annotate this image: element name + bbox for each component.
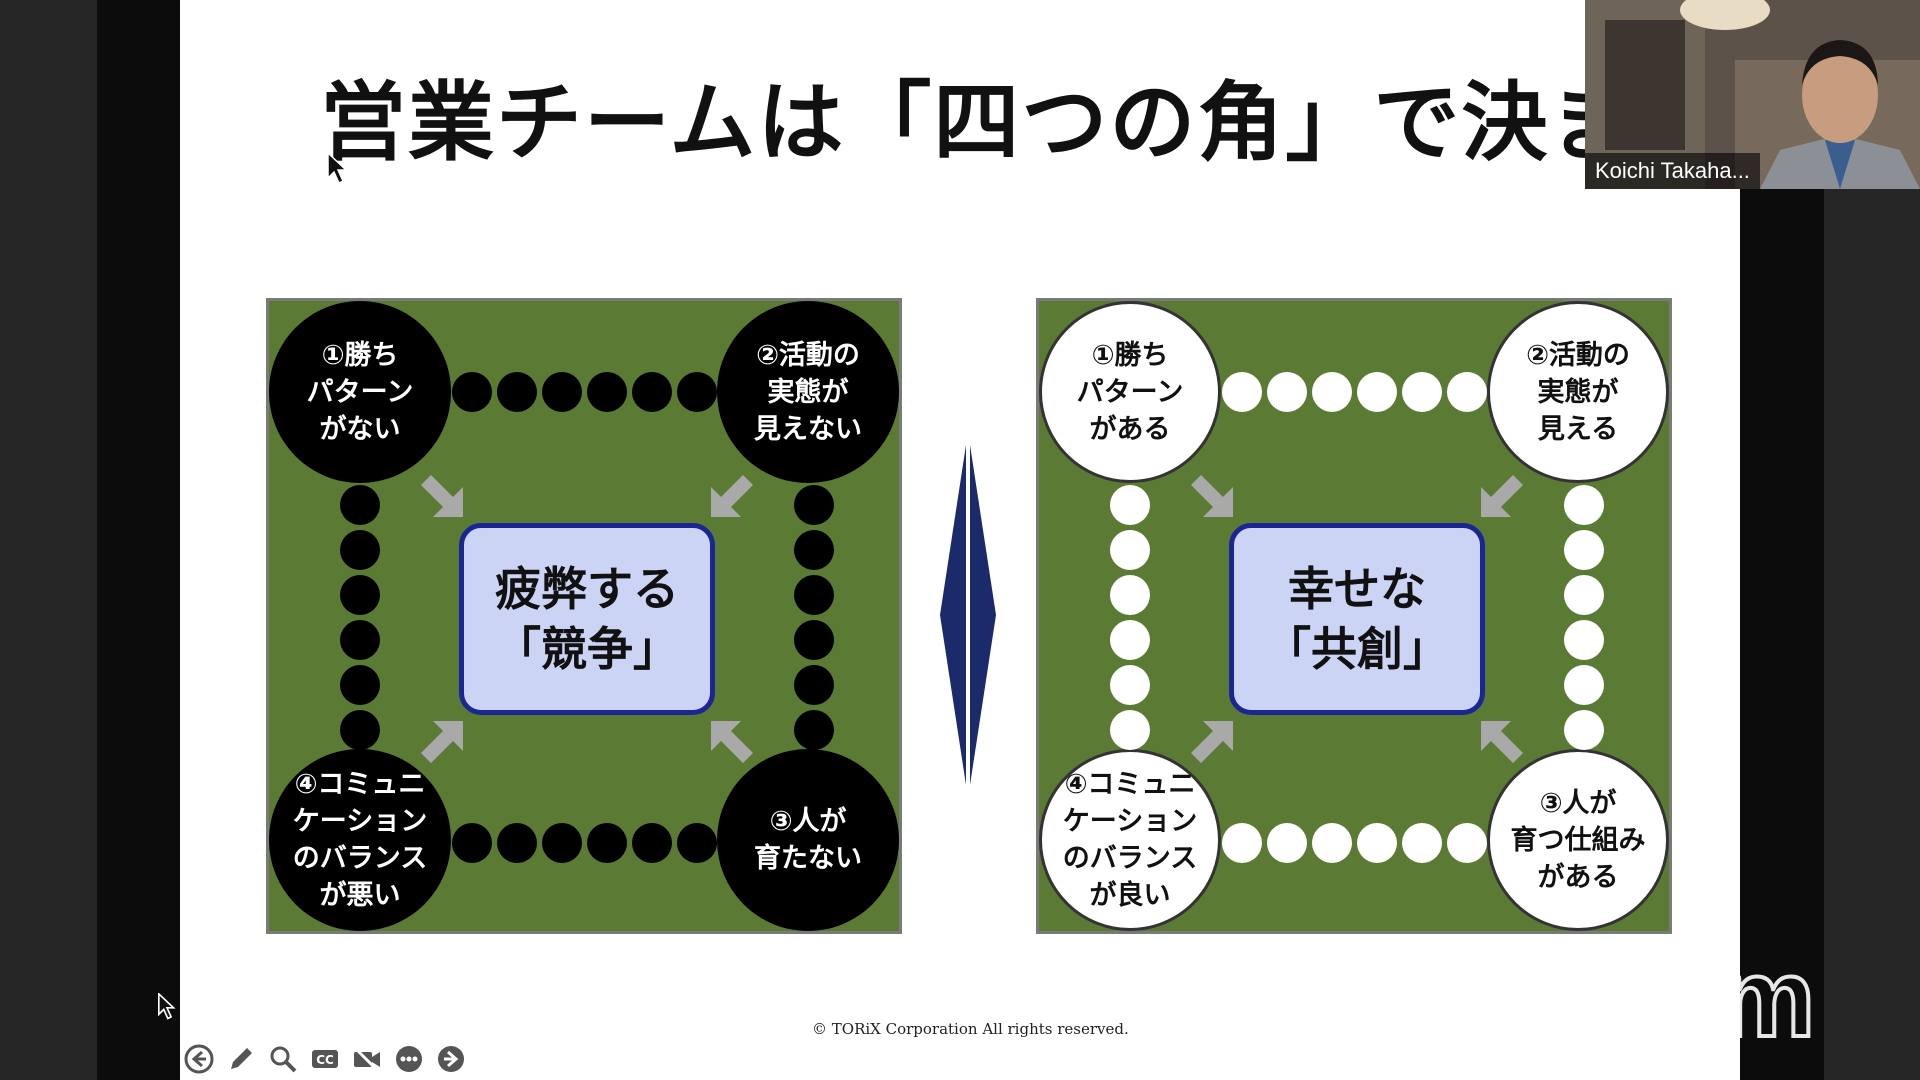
left-corner-top-right: ②活動の 実態が 見えない — [717, 301, 899, 483]
screen-side-left — [0, 0, 97, 1080]
track-dot — [1447, 372, 1487, 412]
track-dot — [497, 372, 537, 412]
track-dot — [1312, 823, 1352, 863]
track-dot — [1110, 710, 1150, 750]
track-dot — [794, 485, 834, 525]
arrow-down-right-icon — [1191, 475, 1233, 517]
participant-video-tile[interactable]: Koichi Takaha... — [1585, 0, 1920, 189]
participant-name-label: Koichi Takaha... — [1585, 153, 1760, 189]
right-corner-bottom-right: ③人が 育つ仕組み がある — [1487, 749, 1669, 931]
track-dot — [677, 372, 717, 412]
left-corner-bottom-right: ③人が 育たない — [717, 749, 899, 931]
arrow-up-left-icon — [1481, 721, 1523, 763]
track-dot — [1267, 372, 1307, 412]
track-dot — [1564, 575, 1604, 615]
track-dot — [1564, 485, 1604, 525]
track-dot — [452, 823, 492, 863]
zoom-watermark: zoom — [1538, 935, 1817, 1062]
track-dot — [1222, 823, 1262, 863]
track-dot — [542, 823, 582, 863]
arrow-up-right-icon — [421, 721, 463, 763]
arrow-up-right-icon — [1191, 721, 1233, 763]
track-dot — [1564, 665, 1604, 705]
more-icon[interactable] — [393, 1043, 425, 1075]
video-off-icon[interactable] — [351, 1043, 383, 1075]
right-center-line1: 幸せな — [1288, 562, 1426, 616]
track-dot — [340, 665, 380, 705]
slide-title: 営業チームは「四つの角」で決まる — [320, 73, 1726, 173]
track-dot — [340, 530, 380, 570]
track-dot — [1110, 620, 1150, 660]
track-dot — [1447, 823, 1487, 863]
left-corner-bottom-left: ④コミュニ ケーション のバランス が悪い — [269, 749, 451, 931]
track-dot — [1564, 530, 1604, 570]
track-dot — [497, 823, 537, 863]
copyright-notice: © TORiX Corporation All rights reserved. — [812, 1020, 1129, 1038]
right-corner-top-left: ①勝ち パターン がある — [1039, 301, 1221, 483]
track-dot — [1564, 710, 1604, 750]
track-dot — [794, 620, 834, 660]
track-dot — [340, 485, 380, 525]
track-dot — [1402, 823, 1442, 863]
arrow-right-icon[interactable] — [435, 1043, 467, 1075]
track-dot — [587, 823, 627, 863]
track-dot — [632, 372, 672, 412]
svg-text:CC: CC — [316, 1053, 334, 1067]
track-dot — [794, 530, 834, 570]
track-dot — [1110, 530, 1150, 570]
cc-icon[interactable]: CC — [309, 1043, 341, 1075]
track-dot — [1402, 372, 1442, 412]
left-corner-top-left: ①勝ち パターン がない — [269, 301, 451, 483]
right-center-box: 幸せな 「共創」 — [1229, 523, 1485, 715]
track-dot — [1564, 620, 1604, 660]
track-dot — [340, 710, 380, 750]
track-dot — [1357, 823, 1397, 863]
track-dot — [794, 665, 834, 705]
track-dot — [542, 372, 582, 412]
track-dot — [1312, 372, 1352, 412]
track-dot — [794, 575, 834, 615]
track-dot — [1267, 823, 1307, 863]
track-dot — [340, 575, 380, 615]
right-corner-top-right: ②活動の 実態が 見える — [1487, 301, 1669, 483]
track-dot — [632, 823, 672, 863]
arrow-up-left-icon — [711, 721, 753, 763]
left-center-line1: 疲弊する — [495, 562, 679, 616]
track-dot — [677, 823, 717, 863]
presentation-toolbar: CC — [183, 1043, 467, 1075]
track-dot — [340, 620, 380, 660]
track-dot — [452, 372, 492, 412]
pen-icon[interactable] — [225, 1043, 257, 1075]
track-dot — [1110, 665, 1150, 705]
arrow-down-right-icon — [421, 475, 463, 517]
letterbox-left — [97, 0, 180, 1080]
left-board: ①勝ち パターン がない ②活動の 実態が 見えない ③人が 育たない ④コミュ… — [266, 298, 902, 934]
left-center-box: 疲弊する 「競争」 — [459, 523, 715, 715]
track-dot — [1110, 575, 1150, 615]
track-dot — [1222, 372, 1262, 412]
versus-divider-icon — [940, 445, 996, 785]
right-board: ①勝ち パターン がある ②活動の 実態が 見える ③人が 育つ仕組み がある … — [1036, 298, 1672, 934]
arrow-down-left-icon — [711, 475, 753, 517]
track-dot — [1110, 485, 1150, 525]
track-dot — [1357, 372, 1397, 412]
right-corner-bottom-left: ④コミュニ ケーション のバランス が良い — [1039, 749, 1221, 931]
track-dot — [794, 710, 834, 750]
arrow-down-left-icon — [1481, 475, 1523, 517]
pointer-cursor-icon — [327, 152, 348, 185]
pointer-cursor-icon — [158, 993, 176, 1020]
arrow-left-icon[interactable] — [183, 1043, 215, 1075]
track-dot — [587, 372, 627, 412]
magnifier-icon[interactable] — [267, 1043, 299, 1075]
left-center-line2: 「競争」 — [495, 622, 679, 676]
shared-slide: 営業チームは「四つの角」で決まる ①勝ち パターン がない ②活動の 実態が 見… — [180, 0, 1740, 1080]
right-center-line2: 「共創」 — [1265, 622, 1449, 676]
